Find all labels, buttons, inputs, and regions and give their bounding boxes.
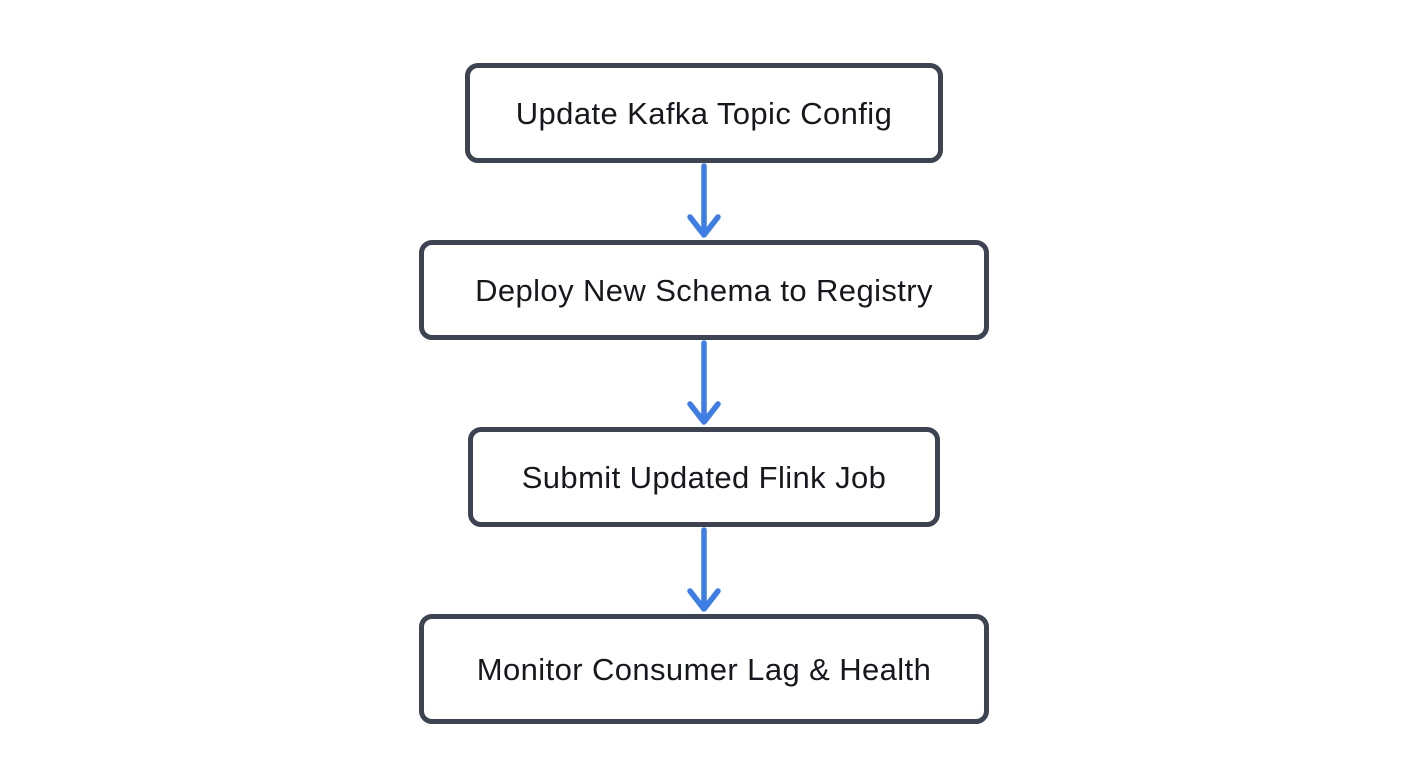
flow-column: Update Kafka Topic Config Deploy New Sch… xyxy=(0,63,1408,724)
flow-node-deploy-new-schema-to-registry: Deploy New Schema to Registry xyxy=(419,240,989,340)
arrow-down-icon xyxy=(687,527,721,612)
arrow-down-icon xyxy=(687,163,721,238)
flow-node-label: Monitor Consumer Lag & Health xyxy=(476,651,932,687)
flow-node-label: Deploy New Schema to Registry xyxy=(475,272,933,308)
flow-node-submit-updated-flink-job: Submit Updated Flink Job xyxy=(468,427,940,527)
flow-node-label: Submit Updated Flink Job xyxy=(521,459,887,495)
arrow-down-icon xyxy=(687,340,721,425)
flow-node-label: Update Kafka Topic Config xyxy=(515,95,893,131)
flow-node-monitor-consumer-lag-health: Monitor Consumer Lag & Health xyxy=(419,614,989,724)
flow-node-update-kafka-topic-config: Update Kafka Topic Config xyxy=(465,63,943,163)
